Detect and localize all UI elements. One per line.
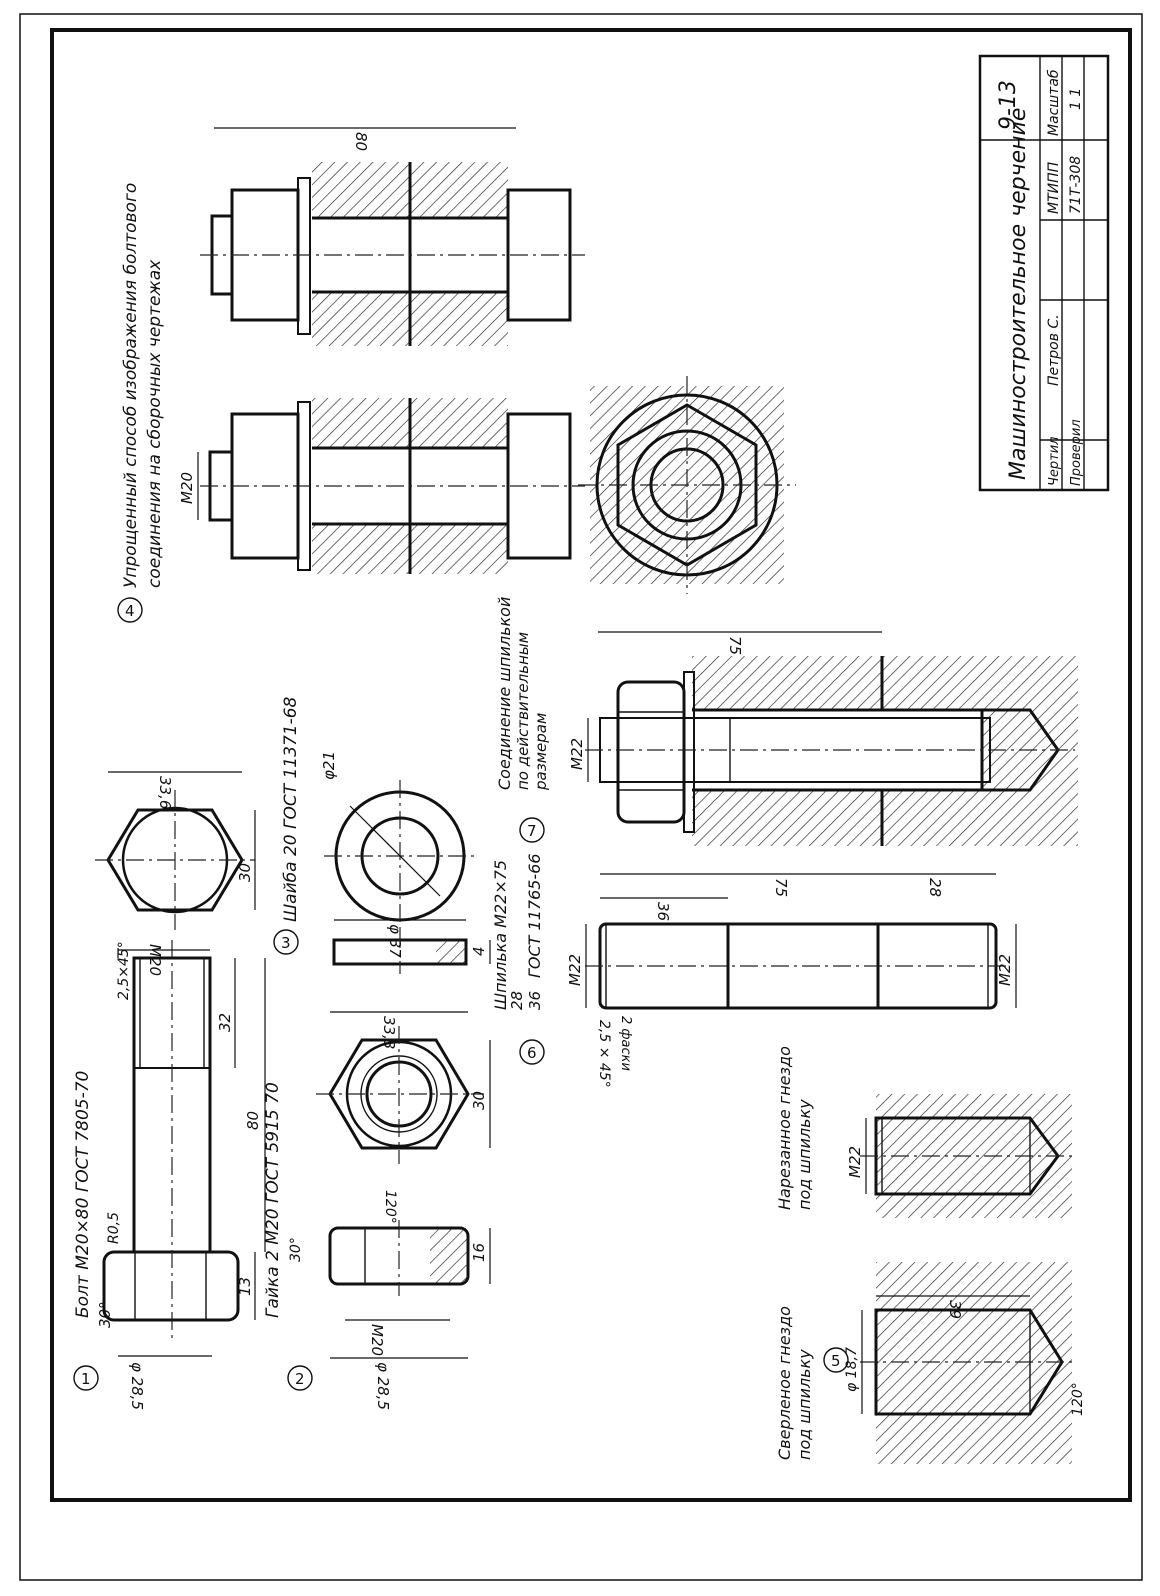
nut-dim-angle: 30° (288, 1237, 304, 1262)
nut-dim-h: 16 (470, 1243, 488, 1262)
stud-fraction-bottom: 36 (526, 991, 544, 1010)
group-label: 71Т-308 (1068, 156, 1084, 214)
bolt-hex-view: 33,6 30 (95, 771, 256, 930)
nut-dim-120: 120° (382, 1190, 398, 1224)
item-number-4: 4 (125, 602, 135, 620)
drilled-hole-line1: Сверленое гнездо (775, 1306, 794, 1460)
item-number-6: 6 (527, 1044, 537, 1062)
scale-label: Масштаб (1046, 69, 1062, 136)
nut-dim-m: М20 (368, 1324, 386, 1356)
washer-d: φ 37 (386, 924, 404, 958)
title-block: 9-13 Машиностроительное черчение Масштаб… (978, 54, 1110, 492)
stud-conn-line3: размерам (532, 713, 550, 791)
item-number-3: 3 (281, 934, 291, 952)
item-circle-6 (519, 1039, 545, 1065)
nut-hex-view: 33,3 30 (316, 1011, 491, 1164)
simp-dim-m: М20 (178, 472, 196, 504)
bolt-dim-thread: 32 (216, 1013, 234, 1032)
threaded-dim-m: М22 (846, 1146, 864, 1178)
bolt-hex-d: 33,6 (156, 776, 174, 809)
item-number-1: 1 (81, 1370, 91, 1388)
washer-id: φ21 (320, 751, 338, 780)
item-number-5: 5 (831, 1352, 841, 1370)
stud-caption-1: Шпилька М22×75 (491, 860, 510, 1010)
stud-conn-line1: Соединение шпилькой (495, 597, 514, 790)
nut-hex-w: 30 (470, 1091, 488, 1110)
stud-dim-chamfer: 2,5 × 45° (596, 1020, 612, 1088)
item-circle-2 (287, 1365, 313, 1391)
simp-dim-80: 80 (352, 132, 370, 151)
stud-drawing: 6 Шпилька М22×75 28 36 ГОСТ 11765-66 36 … (491, 853, 1017, 1088)
item-circle-5 (823, 1347, 849, 1373)
nut-dim-d: φ 28,5 (374, 1362, 392, 1410)
item-circle-4 (117, 597, 143, 623)
simplified-line1: Упрощенный способ изображения болтового (121, 183, 141, 588)
bolt-caption: Болт М20×80 ГОСТ 7805-70 (73, 1071, 93, 1318)
washer-caption: Шайба 20 ГОСТ 11371-68 (281, 696, 301, 922)
drilled-dim-120: 120° (1070, 1382, 1086, 1416)
simplified-bolt-drawing: 4 Упрощенный способ изображения болтовог… (117, 127, 796, 623)
conn-dim-m: М22 (568, 738, 586, 770)
drilled-hole-line2: под шпильку (795, 1349, 814, 1460)
bolt-hex-w: 30 (236, 863, 254, 882)
threaded-hole-line2: под шпильку (795, 1099, 814, 1210)
bolt-dim-head: 13 (236, 1277, 254, 1296)
stud-dim-2ch: 2 фаски (618, 1016, 633, 1071)
item-circle-7 (519, 817, 545, 843)
stud-connection-drawing: 7 Соединение шпилькой по действительным … (495, 597, 1078, 846)
item-number-2: 2 (295, 1370, 305, 1388)
item-number-7: 7 (527, 822, 537, 840)
threaded-hole-line1: Нарезанное гнездо (775, 1046, 794, 1210)
stud-dim-28: 28 (926, 878, 944, 897)
nut-hex-d: 33,3 (380, 1016, 398, 1049)
stud-caption-2: ГОСТ 11765-66 (525, 853, 544, 978)
stud-fraction-top: 28 (508, 991, 526, 1010)
stud-holes-drawing: 5 Сверленое гнездо под шпильку Нарезанно… (775, 1046, 1086, 1464)
stud-dim-36: 36 (654, 902, 672, 921)
bolt-dim-length: 80 (244, 1111, 262, 1130)
stud-dim-m-left: М22 (566, 954, 584, 986)
sheet-number: 9-13 (996, 80, 1021, 130)
stud-dim-75: 75 (772, 878, 790, 897)
bolt-dim-m: М20 (146, 944, 164, 976)
item-circle-1 (73, 1365, 99, 1391)
stud-dim-m-right: М22 (996, 954, 1014, 986)
washer-t: 4 (470, 946, 488, 956)
drilled-dim-39: 39 (946, 1300, 964, 1319)
nut-drawing: 2 Гайка 2 М20 ГОСТ 5915 70 16 М20 φ 28,5… (263, 1082, 491, 1410)
simplified-line2: соединения на сборочных чертежах (145, 259, 165, 588)
bolt-dim-d: φ 28,5 (128, 1362, 146, 1410)
inner-frame (50, 28, 1132, 1502)
bolt-dim-chamfer: 2,5×45° (116, 941, 132, 1000)
washer-drawing: 3 Шайба 20 ГОСТ 11371-68 φ 37 4 φ21 (273, 696, 491, 974)
nut-caption: Гайка 2 М20 ГОСТ 5915 70 (263, 1082, 283, 1318)
sheet-title: Машиностроительное черчение (1006, 108, 1031, 480)
institution-label: МТИПП (1046, 161, 1062, 214)
item-circle-3 (273, 929, 299, 955)
outer-frame (19, 13, 1143, 1581)
drawn-label: Чертил (1047, 437, 1062, 487)
drilled-dim-d: φ 18,7 (844, 1347, 860, 1392)
stud-conn-line2: по действительным (514, 632, 532, 790)
conn-dim-75: 75 (726, 636, 744, 655)
bolt-dim-angle: 30° (96, 1301, 114, 1328)
bolt-drawing: 1 Болт М20×80 ГОСТ 7805-70 φ 28,5 30° R0… (73, 940, 266, 1410)
scale-value: 1 1 (1068, 88, 1084, 110)
checked-label: Проверил (1069, 419, 1084, 486)
bolt-dim-r: R0,5 (106, 1212, 122, 1244)
drawn-name: Петров С. (1046, 314, 1062, 386)
